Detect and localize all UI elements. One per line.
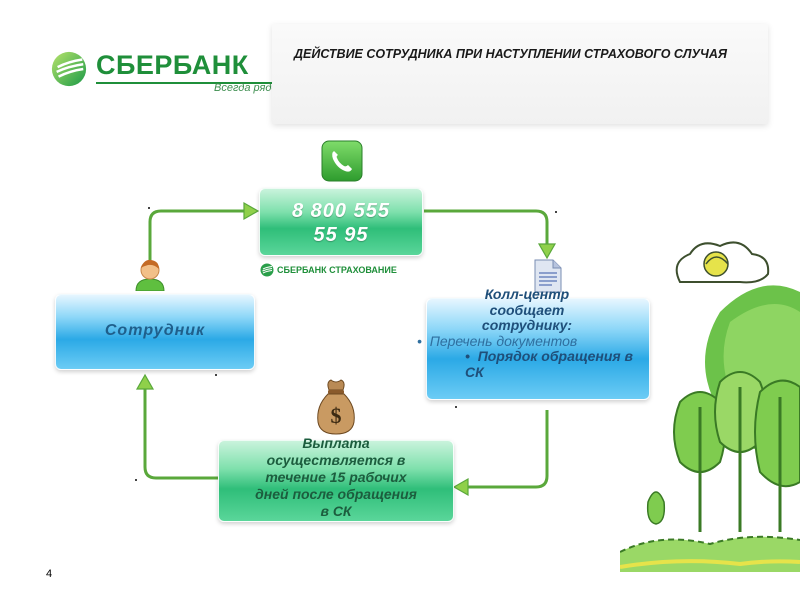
person-icon bbox=[135, 259, 165, 291]
decorative-dot bbox=[455, 406, 457, 408]
bullet-documents-list-text: Перечень документов bbox=[429, 332, 578, 349]
sberbank-logo-icon bbox=[51, 51, 87, 87]
arrowhead-to-employee bbox=[135, 373, 155, 390]
call-center-line2: сообщает bbox=[489, 301, 565, 318]
decorative-dot bbox=[555, 211, 557, 213]
logo-name: СБЕРБАНК bbox=[96, 50, 249, 80]
money-bag-icon: $ bbox=[317, 379, 355, 435]
arrowhead-to-phone bbox=[243, 201, 260, 221]
phone-number-line1: 8 800 555 bbox=[292, 200, 390, 222]
phone-number-box: 8 800 555 55 95 bbox=[259, 188, 423, 256]
payment-box: Выплата осуществляется в течение 15 рабо… bbox=[218, 435, 454, 522]
svg-text:$: $ bbox=[331, 403, 342, 428]
payment-text: Выплата осуществляется в течение 15 рабо… bbox=[219, 435, 453, 520]
payment-line3: течение 15 рабочих bbox=[265, 469, 407, 485]
arrow-callcenter-to-payment bbox=[466, 410, 549, 489]
insurance-logo: СБЕРБАНК СТРАХОВАНИЕ bbox=[260, 263, 430, 279]
arrow-payment-to-employee bbox=[143, 388, 218, 480]
payment-line5: в СК bbox=[320, 503, 352, 519]
arrowhead-to-payment bbox=[452, 477, 469, 497]
call-center-line3: сотруднику: bbox=[481, 317, 573, 333]
employee-label: Сотрудник bbox=[104, 322, 206, 339]
call-center-text: Колл-центр сообщает сотруднику: • Перече… bbox=[407, 286, 647, 380]
page-number: 4 bbox=[46, 568, 53, 580]
bullet-application-procedure-text: Порядок обращения в СК bbox=[465, 348, 633, 380]
logo-divider bbox=[96, 82, 286, 84]
bullet-application-procedure: • Порядок обращения в СК bbox=[465, 348, 633, 380]
payment-line4: дней после обращения bbox=[255, 486, 417, 502]
bullet-documents-list: • Перечень документов bbox=[417, 332, 578, 349]
call-center-line1: Колл-центр bbox=[484, 286, 570, 302]
decorative-dot bbox=[148, 207, 150, 209]
sberbank-insurance-logo-icon bbox=[260, 263, 274, 277]
arrow-employee-to-phone bbox=[148, 209, 248, 262]
logo-slogan: Всегда рядом bbox=[214, 82, 286, 94]
insurance-logo-text: СБЕРБАНК СТРАХОВАНИЕ bbox=[277, 265, 397, 275]
employee-box: Сотрудник bbox=[55, 294, 255, 370]
phone-number-line2: 55 95 bbox=[313, 224, 369, 246]
phone-number: 8 800 555 55 95 bbox=[260, 199, 422, 247]
call-center-box: Колл-центр сообщает сотруднику: • Перече… bbox=[417, 286, 650, 400]
title-banner: ДЕЙСТВИЕ СОТРУДНИКА ПРИ НАСТУПЛЕНИИ СТРА… bbox=[272, 24, 768, 124]
tree-illustration bbox=[620, 241, 800, 572]
document-icon bbox=[534, 259, 562, 293]
decorative-dot bbox=[215, 374, 217, 376]
arrowhead-to-callcenter bbox=[537, 243, 557, 260]
arrow-phone-to-callcenter bbox=[424, 209, 549, 247]
decorative-dot bbox=[135, 479, 137, 481]
sberbank-logo: СБЕРБАНК Всегда рядом bbox=[50, 48, 286, 98]
phone-icon bbox=[321, 140, 363, 182]
payment-line1: Выплата bbox=[302, 435, 370, 451]
payment-line2: осуществляется в bbox=[266, 452, 406, 468]
page-title: ДЕЙСТВИЕ СОТРУДНИКА ПРИ НАСТУПЛЕНИИ СТРА… bbox=[294, 47, 727, 61]
